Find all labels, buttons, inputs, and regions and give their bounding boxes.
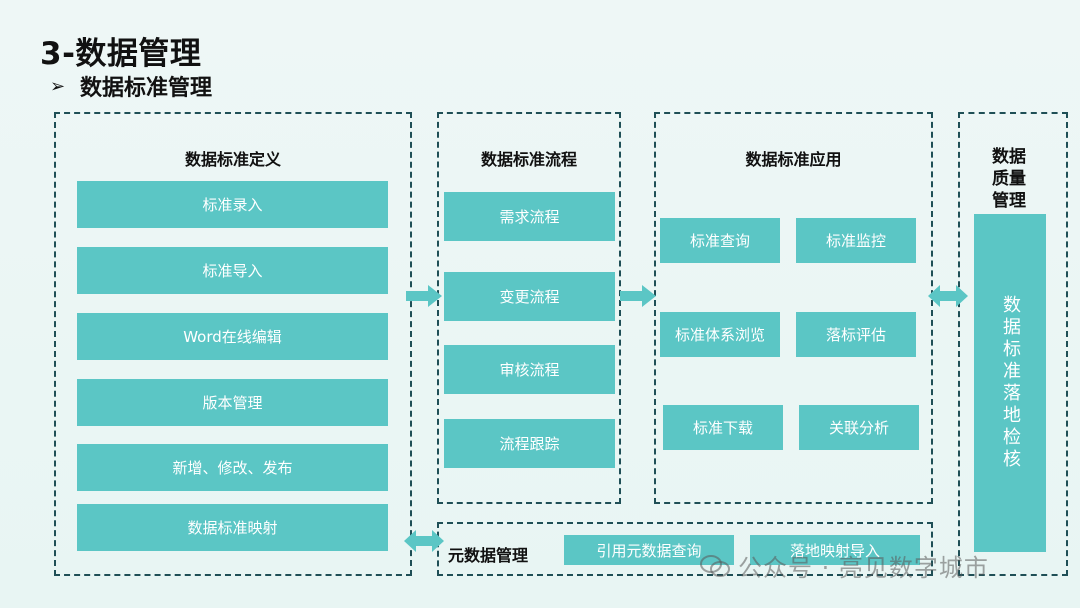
wechat-icon [700,554,730,577]
definition-item[interactable]: 标准导入 [77,247,388,294]
definition-title: 数据标准定义 [184,150,281,169]
quality-title: 数据质量管理 [992,147,1026,211]
definition-box [54,112,412,576]
arrow-bullet-icon: ➢ [50,75,66,97]
process-item[interactable]: 变更流程 [444,272,615,321]
metadata-box [437,522,933,576]
application-item[interactable]: 标准下载 [663,405,783,450]
application-item[interactable]: 标准监控 [796,218,916,263]
quality-box [958,112,1068,576]
right-arrow-icon [620,285,656,307]
application-box [654,112,933,504]
watermark: 公众号 · 亮见数字城市 [700,548,989,583]
subtitle-text: 数据标准管理 [80,76,213,101]
page-title: 3-数据管理 [40,36,202,72]
definition-item[interactable]: 数据标准映射 [77,504,388,551]
quality-check-block[interactable]: 数据标准落地检核 [974,214,1046,552]
process-box [437,112,621,504]
double-arrow-icon [404,530,444,552]
application-item[interactable]: 关联分析 [799,405,919,450]
definition-item[interactable]: Word在线编辑 [77,313,388,360]
watermark-text: 公众号 · 亮见数字城市 [738,554,989,582]
section-subtitle: ➢ 数据标准管理 [50,70,212,102]
definition-item[interactable]: 新增、修改、发布 [77,444,388,491]
application-item[interactable]: 落标评估 [796,312,916,357]
process-title: 数据标准流程 [480,150,577,169]
definition-item[interactable]: 标准录入 [77,181,388,228]
process-item[interactable]: 审核流程 [444,345,615,394]
definition-item[interactable]: 版本管理 [77,379,388,426]
process-item[interactable]: 需求流程 [444,192,615,241]
metadata-title: 元数据管理 [448,546,529,565]
metadata-item[interactable]: 引用元数据查询 [564,535,734,565]
application-title: 数据标准应用 [745,150,842,169]
process-item[interactable]: 流程跟踪 [444,419,615,468]
metadata-item[interactable]: 落地映射导入 [750,535,920,565]
right-arrow-icon [406,285,442,307]
application-item[interactable]: 标准查询 [660,218,780,263]
double-arrow-icon [928,285,968,307]
application-item[interactable]: 标准体系浏览 [660,312,780,357]
